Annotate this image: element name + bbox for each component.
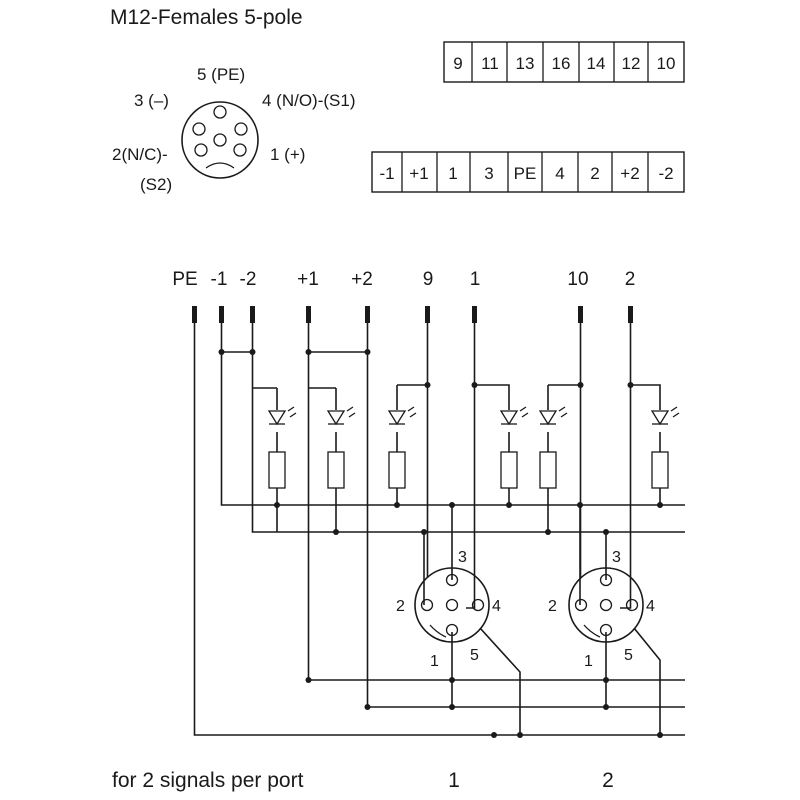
wire-label: -2: [240, 269, 257, 290]
wire-label: +1: [297, 269, 319, 290]
terminal-bottom-cell: 1: [448, 164, 457, 183]
port-pin-label: 1: [430, 653, 439, 670]
wire-label: 9: [423, 269, 434, 290]
port-pin-label: 1: [584, 653, 593, 670]
terminal-bottom-cell: -2: [658, 164, 673, 183]
led-icon: [326, 406, 356, 426]
terminal-strip-top: 9 11 13 16 14 12 10: [443, 41, 685, 83]
terminal-bottom-cell: 2: [590, 164, 599, 183]
port-pin-label: 2: [396, 598, 405, 615]
led-icon: [538, 406, 568, 426]
pin-label-3: 3 (–): [134, 91, 169, 110]
wire-label: PE: [172, 269, 197, 290]
pin-1: [233, 143, 247, 157]
pin-3: [192, 122, 206, 136]
led-icon: [387, 406, 417, 426]
terminal-bottom-cell: +1: [409, 164, 428, 183]
diagram-title: M12-Females 5-pole: [110, 6, 303, 29]
m12-pinout: 5 (PE) 3 (–) 4 (N/O)-(S1) 2(N/C)- (S2) 1…: [112, 65, 356, 194]
resistor-icon: [388, 451, 406, 489]
port-pin-label: 3: [612, 549, 621, 566]
resistor-icon: [539, 451, 557, 489]
wiring-lines: [193, 323, 685, 736]
wire-label: +2: [351, 269, 373, 290]
port-connector-1: 3 2 4 1 5: [396, 549, 501, 670]
pin-5: [213, 105, 227, 119]
connector-outline: [181, 101, 259, 179]
terminal-bottom-cell: 4: [555, 164, 564, 183]
wire-label: 10: [567, 269, 588, 290]
resistor-icon: [651, 451, 669, 489]
resistor-icon: [500, 451, 518, 489]
port-connector-2: 3 2 4 1 5: [548, 549, 655, 670]
terminal-strip-bottom: -1 +1 1 3 PE 4 2 +2 -2: [371, 151, 685, 193]
terminal-bottom-cell: -1: [379, 164, 394, 183]
footer-caption: for 2 signals per port: [112, 769, 304, 792]
wire-label: 2: [625, 269, 636, 290]
led-icon: [499, 406, 529, 426]
port-pin-label: 4: [492, 598, 501, 615]
led-icon: [267, 406, 297, 426]
port-pin-label: 5: [470, 647, 479, 664]
terminal-top-cell: 9: [453, 54, 462, 73]
pin-label-2: 2(N/C)-: [112, 145, 168, 164]
pin-center: [213, 133, 227, 147]
terminal-top-cell: 13: [516, 54, 535, 73]
resistors: [268, 451, 669, 489]
junction-dots: [218, 349, 663, 738]
terminal-top-cell: 10: [657, 54, 676, 73]
terminal-top-cell: 12: [622, 54, 641, 73]
resistor-icon: [327, 451, 345, 489]
terminal-strip-top-frame: [443, 41, 685, 83]
led-indicators: [267, 406, 680, 426]
pin-label-5: 5 (PE): [197, 65, 245, 84]
wire-label: -1: [211, 269, 228, 290]
led-icon: [650, 406, 680, 426]
port-pin-label: 5: [624, 647, 633, 664]
port-pin-label: 2: [548, 598, 557, 615]
terminal-bottom-cell: PE: [514, 164, 537, 183]
wire-labels: PE -1 -2 +1 +2 9 1 10 2: [172, 269, 635, 290]
resistor-icon: [268, 451, 286, 489]
terminal-top-cell: 14: [587, 54, 606, 73]
port-pin-label: 3: [458, 549, 467, 566]
pin-label-1: 1 (+): [270, 145, 305, 164]
pin-label-4: 4 (N/O)-(S1): [262, 91, 356, 110]
wire-terminals: [192, 306, 633, 323]
terminal-top-cell: 16: [552, 54, 571, 73]
terminal-top-cell: 11: [481, 54, 499, 73]
terminal-bottom-cell: 3: [484, 164, 493, 183]
port-pin-label: 4: [646, 598, 655, 615]
wire-label: 1: [470, 269, 481, 290]
pin-4: [234, 122, 248, 136]
terminal-bottom-cell: +2: [620, 164, 639, 183]
coding-key: [205, 162, 235, 169]
footer-port-2: 2: [602, 769, 614, 792]
pin-2: [194, 143, 208, 157]
pin-label-2-signal: (S2): [140, 175, 172, 194]
footer-port-1: 1: [448, 769, 460, 792]
terminal-strip-bottom-frame: [371, 151, 685, 193]
